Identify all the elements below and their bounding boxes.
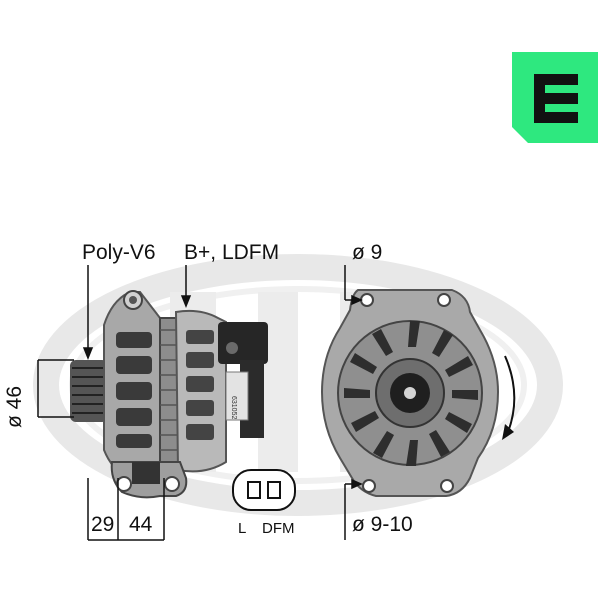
offset-a-label: 29 — [91, 513, 115, 536]
top-diameter-label: ø 9 — [352, 241, 383, 264]
pulley-type-label: Poly-V6 — [82, 241, 156, 264]
connector-dfm-label: DFM — [262, 520, 295, 537]
rotation-arrow-icon — [502, 355, 516, 440]
offset-b-label: 44 — [129, 513, 153, 536]
connector-l-label: L — [238, 520, 247, 537]
bottom-diameter-label: ø 9-10 — [352, 513, 413, 536]
pulley-diameter-text: ø 46 — [3, 385, 26, 428]
fan-slots — [344, 321, 478, 466]
part-label: 631052 — [230, 396, 237, 419]
terminals-label: B+, LDFM — [184, 241, 280, 264]
connector-plug-icon — [232, 469, 296, 511]
alternator-rear-view — [320, 289, 500, 497]
dimension-lines — [37, 265, 363, 541]
alternator-side-view — [70, 290, 268, 499]
brand-logo — [512, 52, 598, 143]
